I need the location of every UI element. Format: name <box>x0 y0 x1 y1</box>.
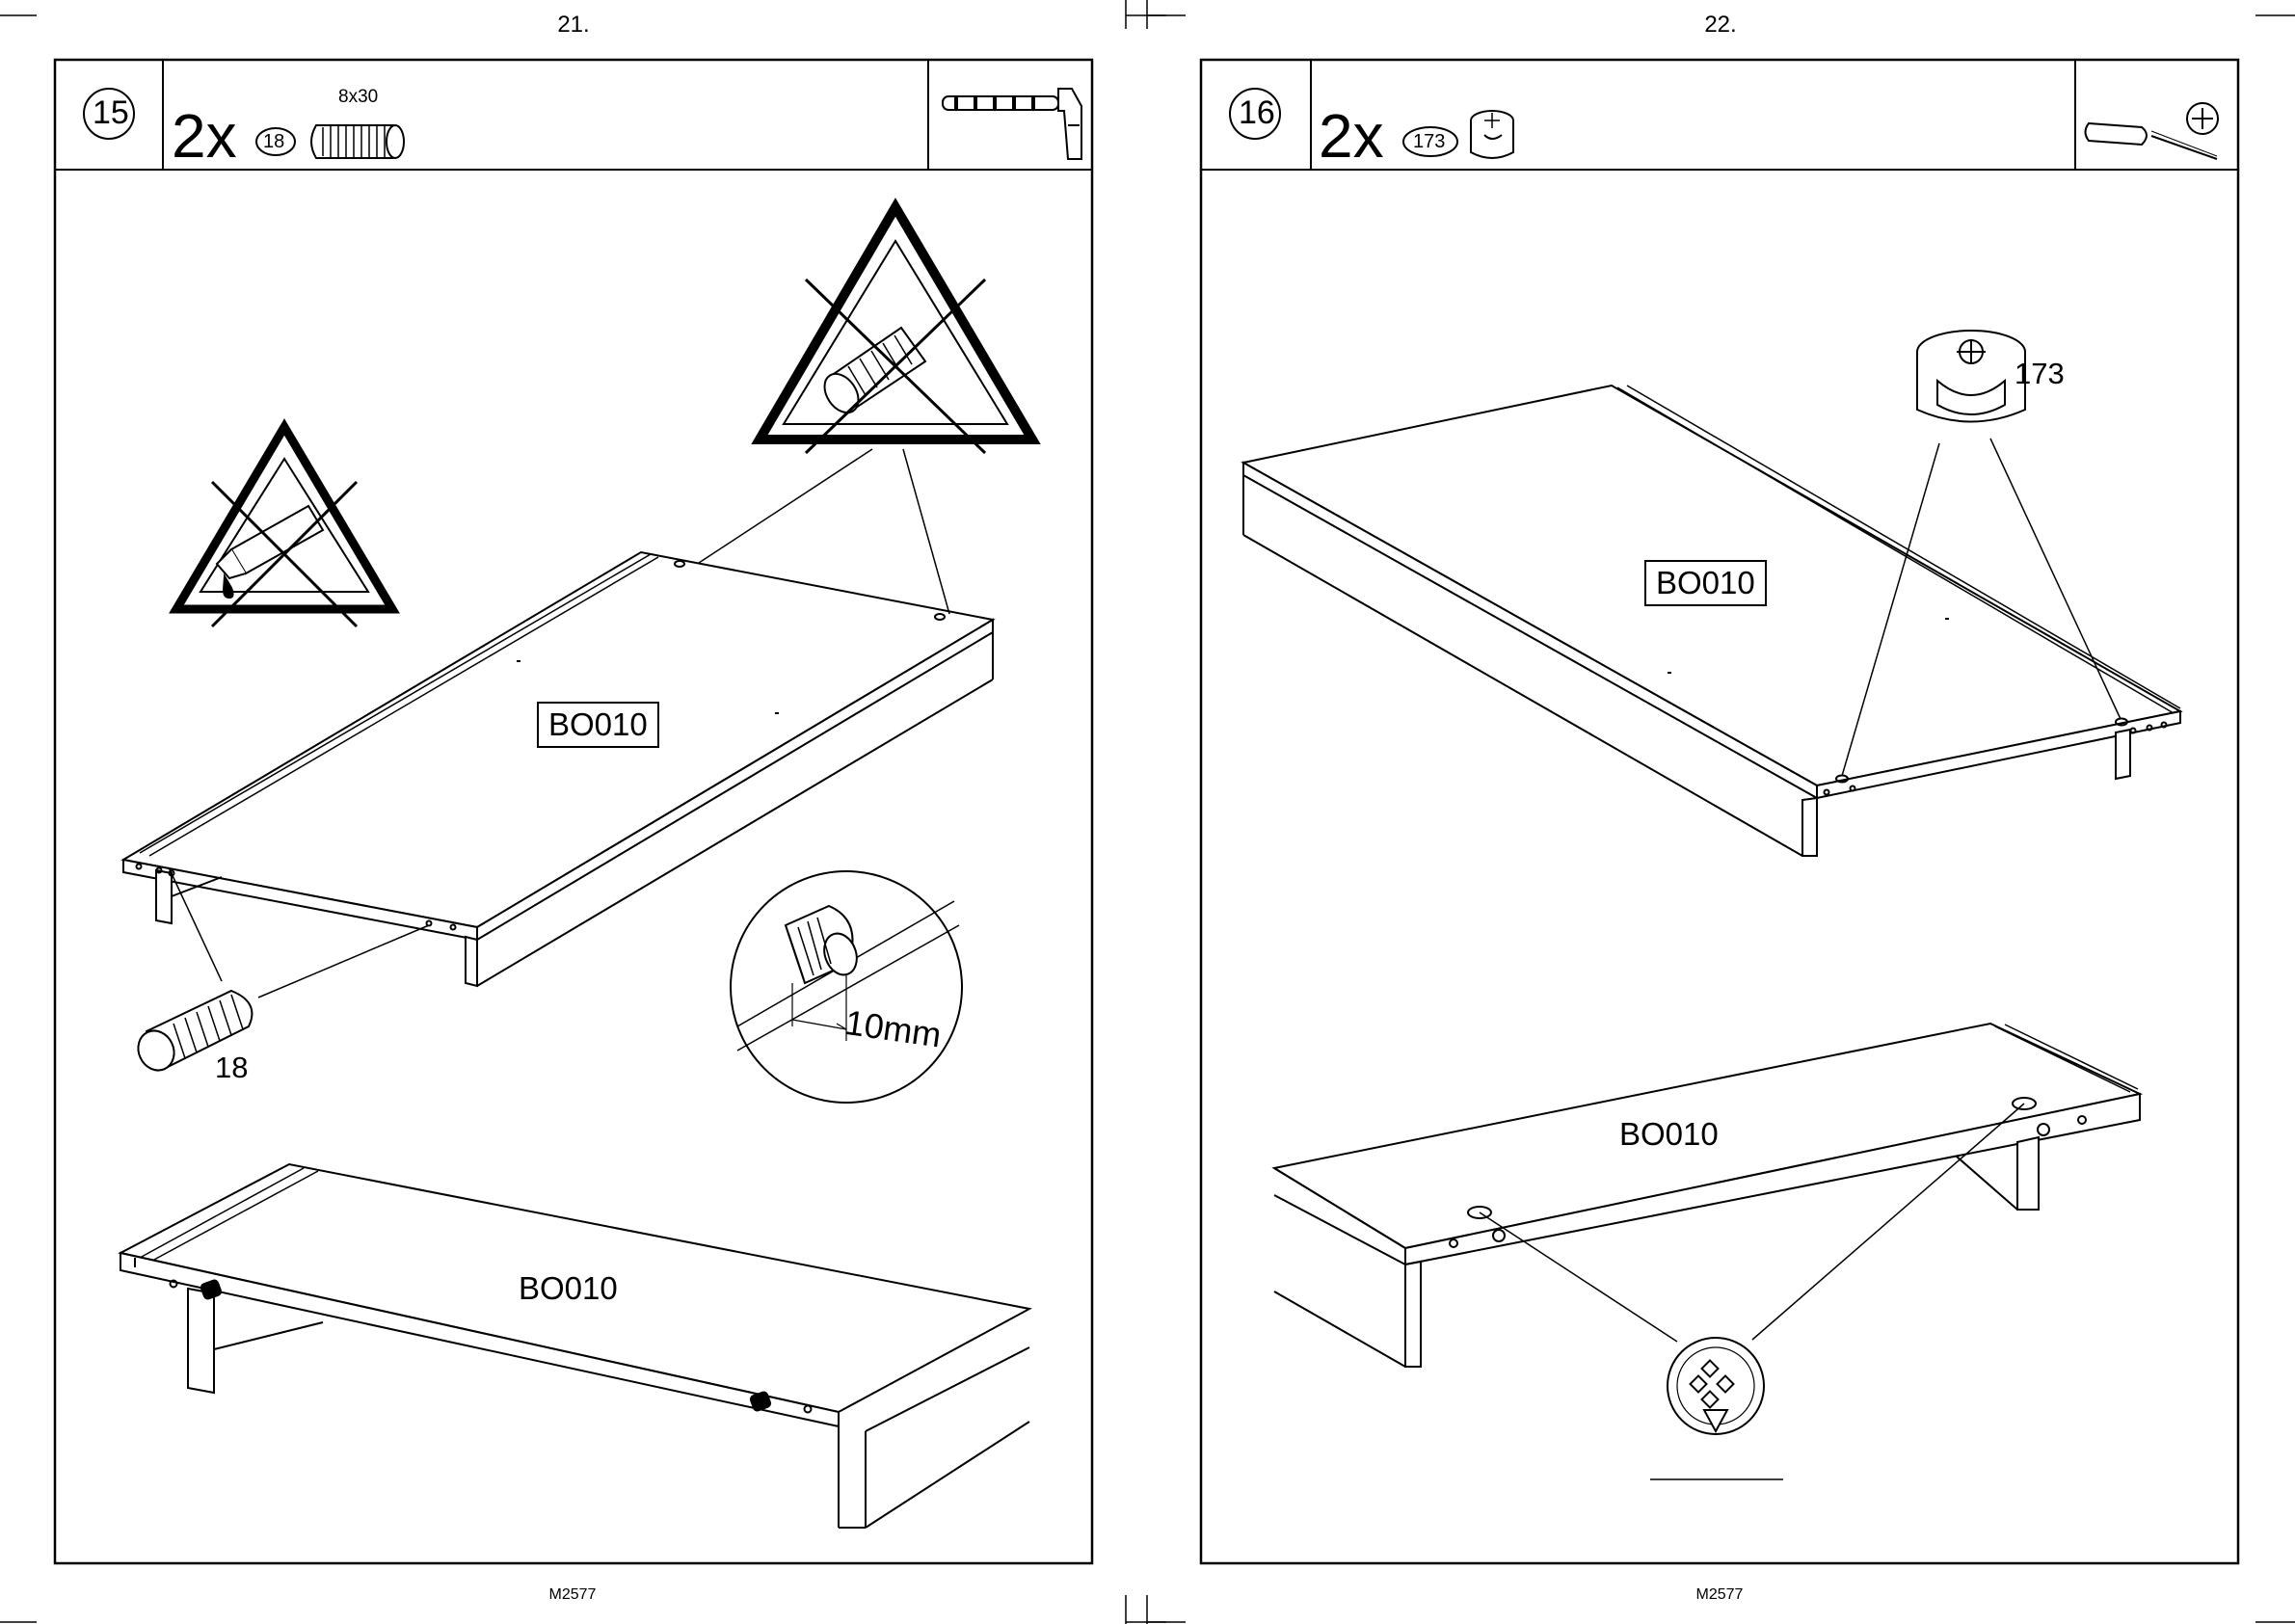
board-bo010-closeup <box>120 1164 1029 1528</box>
step-number: 15 <box>93 94 129 132</box>
panel-label-plain: BO010 <box>519 1270 618 1307</box>
part-size-label: 8x30 <box>338 87 378 108</box>
callout-part-label: 173 <box>2015 357 2065 391</box>
quantity-label: 2x <box>1319 100 1384 172</box>
board-bo010-closeup <box>1274 1024 2140 1367</box>
cam-lock-top-view-icon <box>1650 1338 1783 1479</box>
panel-label-boxed: BO010 <box>1644 560 1767 606</box>
part-badge-label: 173 <box>1413 131 1445 153</box>
no-glue-warning <box>176 427 392 626</box>
phillips-screwdriver-icon <box>2086 103 2219 159</box>
step-16-panel <box>1201 60 2238 1563</box>
quantity-label: 2x <box>172 100 237 172</box>
panel-label-boxed: BO010 <box>537 702 659 748</box>
hammer-icon <box>943 89 1081 159</box>
depth-detail-circle <box>731 871 962 1103</box>
part-badge-label: 18 <box>263 131 284 153</box>
step-15-panel <box>55 60 1092 1563</box>
cam-lock-icon <box>1471 111 1513 158</box>
step-number: 16 <box>1239 94 1275 132</box>
panel-label-plain: BO010 <box>1619 1116 1719 1153</box>
dowel-icon <box>311 125 404 158</box>
callout-part-label: 18 <box>215 1051 248 1085</box>
no-dowel-warning <box>760 207 1032 453</box>
cam-lock-173-callout <box>1917 331 2025 422</box>
board-bo010-top <box>1243 386 2180 856</box>
